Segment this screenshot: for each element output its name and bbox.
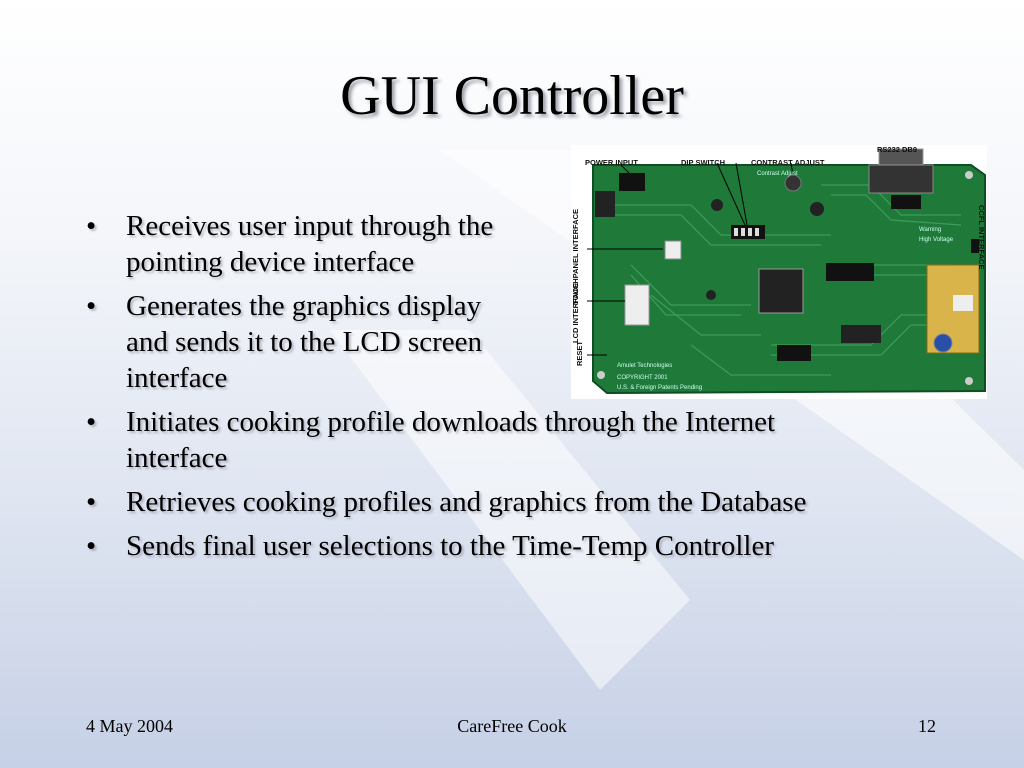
label-lcd: LCD INTERFACE <box>571 283 580 343</box>
bullet-list: • Receives user input through the pointin… <box>86 208 956 572</box>
bullet-item: • Initiates cooking profile downloads thr… <box>86 404 956 476</box>
pcb-drawing <box>587 148 986 395</box>
silkscreen-contrast: Contrast Adjust <box>757 171 798 177</box>
bullet-text: Receives user input through the pointing… <box>126 210 494 278</box>
bullet-dot: • <box>86 530 97 562</box>
bullet-dot: • <box>86 290 97 322</box>
bullet-dot: • <box>86 406 97 438</box>
bullet-text: Retrieves cooking profiles and graphics … <box>126 486 807 518</box>
label-power-input: POWER INPUT <box>585 158 638 167</box>
bullet-dot: • <box>86 486 97 518</box>
slide-title: GUI Controller <box>340 65 684 127</box>
silkscreen-high-voltage: High Voltage <box>919 237 954 243</box>
silkscreen-copyright: COPYRIGHT 2001 <box>617 375 668 381</box>
bullet-text: Initiates cooking profile downloads thro… <box>126 406 776 474</box>
bullet-item: • Generates the graphics display and send… <box>86 288 576 396</box>
label-rs232: RS232 DB9 <box>877 145 918 154</box>
footer-date: 4 May 2004 <box>86 716 173 736</box>
footer-page-number: 12 <box>918 716 936 736</box>
bullet-dot: • <box>86 210 97 242</box>
silkscreen-maker: Amulet Technologies <box>617 363 673 369</box>
bullet-item: • Receives user input through the pointin… <box>86 208 576 280</box>
bullet-text: Generates the graphics display and sends… <box>126 290 482 394</box>
footer-title: CareFree Cook <box>457 716 567 736</box>
circuit-board-image: POWER INPUT DIP SWITCH CONTRAST ADJUST R… <box>571 145 987 399</box>
silkscreen-warning: Warning <box>919 227 942 233</box>
bullet-item: • Retrieves cooking profiles and graphics… <box>86 484 956 520</box>
label-reset: RESET <box>575 341 584 367</box>
label-contrast-adjust: CONTRAST ADJUST <box>751 158 825 167</box>
label-ccfl: CCFL INTERFACE <box>977 205 986 270</box>
label-dip-switch: DIP SWITCH <box>681 158 726 167</box>
bullet-item: • Sends final user selections to the Time… <box>86 528 956 564</box>
silkscreen-patents: U.S. & Foreign Patents Pending <box>617 385 703 391</box>
bullet-text: Sends final user selections to the Time-… <box>126 530 774 562</box>
